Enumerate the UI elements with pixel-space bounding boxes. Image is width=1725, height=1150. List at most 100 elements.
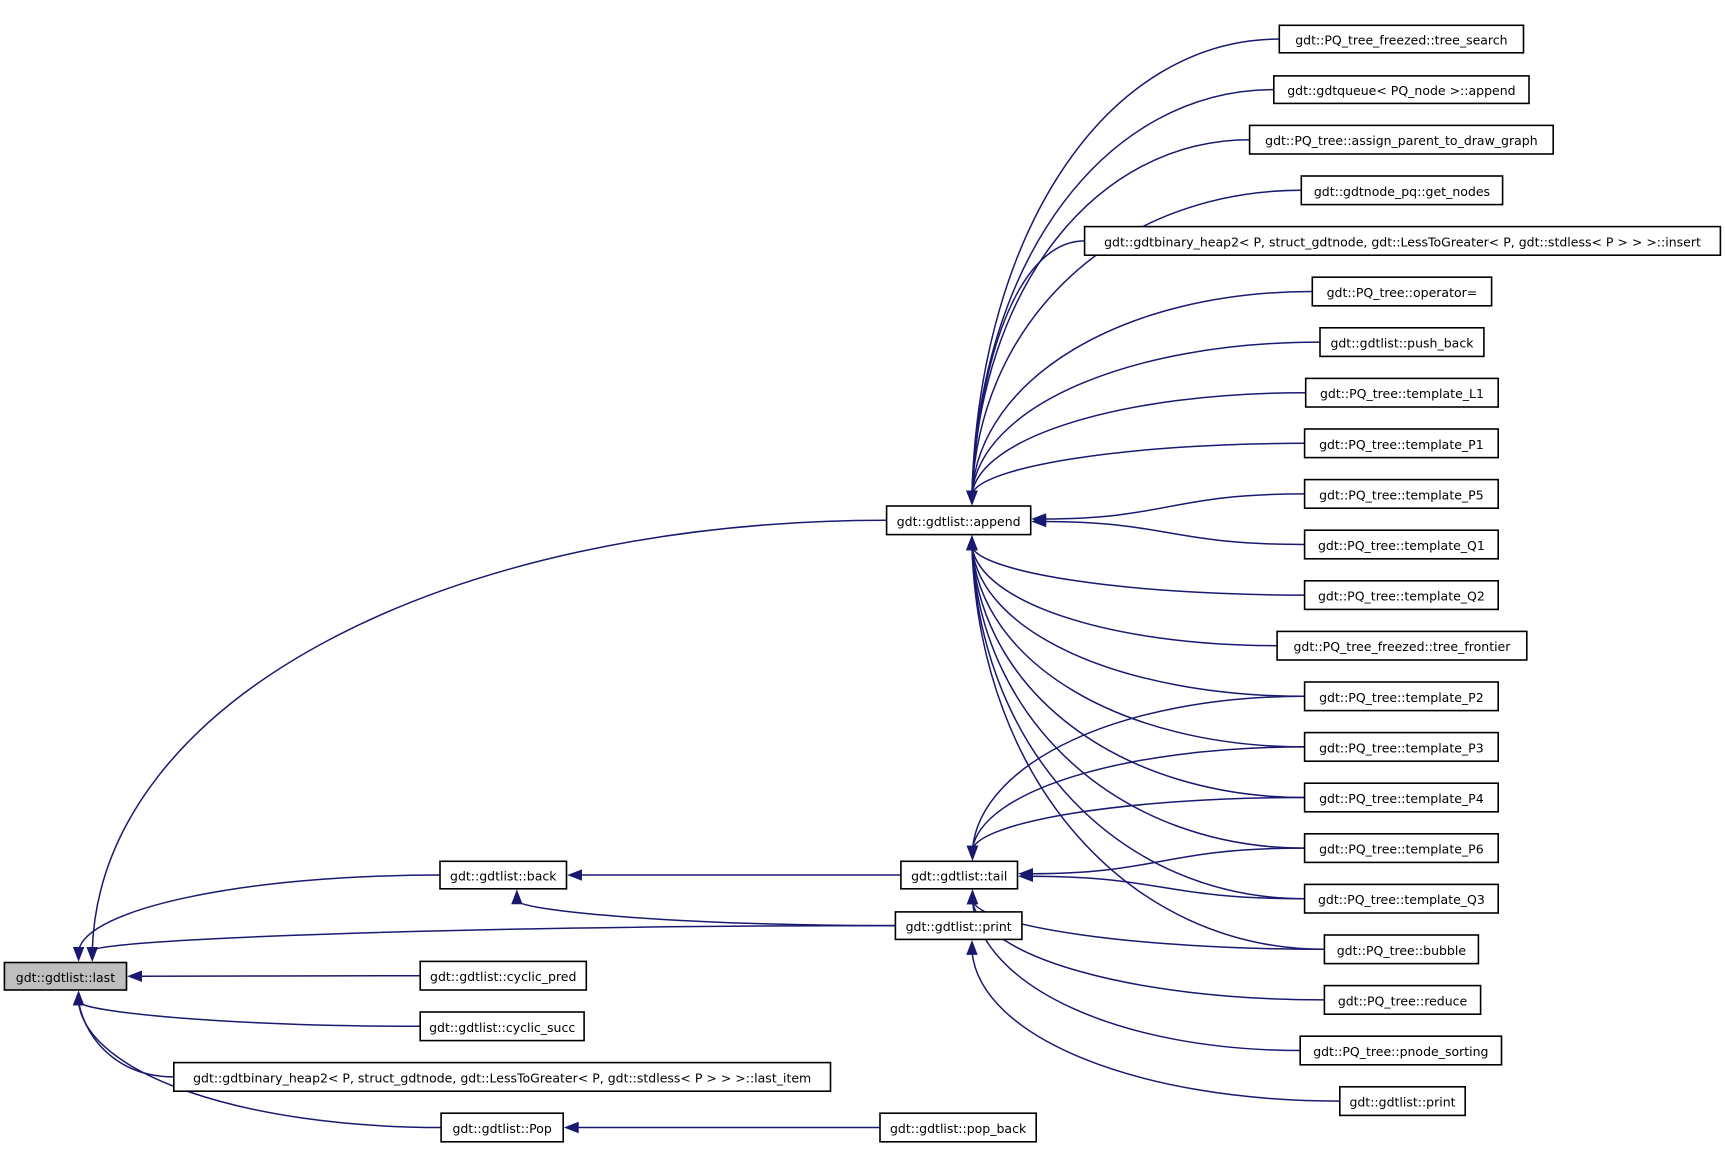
node-queue-append[interactable]: gdt::gdtqueue< PQ_node >::append [1273, 75, 1530, 105]
node-print-right[interactable]: gdt::gdtlist::print [1339, 1086, 1467, 1117]
node-label: gdt::PQ_tree::template_P5 [1319, 487, 1484, 502]
node-tree-frontier[interactable]: gdt::PQ_tree_freezed::tree_frontier [1276, 630, 1528, 661]
arrowhead-icon [563, 1121, 579, 1134]
edge-line [971, 546, 1305, 698]
node-box[interactable] [419, 1011, 585, 1042]
node-reduce[interactable]: gdt::PQ_tree::reduce [1323, 984, 1482, 1015]
edge-template_P6-to-tail [1018, 847, 1305, 880]
node-box[interactable] [1248, 124, 1554, 155]
node-cyclic-succ[interactable]: gdt::gdtlist::cyclic_succ [419, 1011, 585, 1042]
node-template-Q3[interactable]: gdt::PQ_tree::template_Q3 [1303, 883, 1499, 914]
edge-line [971, 546, 1305, 900]
node-box[interactable] [3, 961, 128, 991]
edge-line [971, 546, 1305, 799]
node-box[interactable] [1303, 529, 1499, 560]
edge-line [971, 900, 1325, 1001]
node-box[interactable] [439, 860, 568, 890]
node-template-P4[interactable]: gdt::PQ_tree::template_P4 [1303, 782, 1499, 813]
node-template-P1[interactable]: gdt::PQ_tree::template_P1 [1303, 428, 1499, 459]
node-box[interactable] [1304, 377, 1499, 408]
node-box[interactable] [1339, 1086, 1467, 1117]
node-pnode-sorting[interactable]: gdt::PQ_tree::pnode_sorting [1299, 1035, 1503, 1066]
node-operator-eq[interactable]: gdt::PQ_tree::operator= [1311, 276, 1493, 307]
node-Pop[interactable]: gdt::gdtlist::Pop [440, 1112, 565, 1143]
node-assign-parent[interactable]: gdt::PQ_tree::assign_parent_to_draw_grap… [1248, 124, 1554, 155]
node-box[interactable] [900, 860, 1019, 890]
edge-line [1029, 847, 1305, 875]
node-template-Q1[interactable]: gdt::PQ_tree::template_Q1 [1303, 529, 1499, 560]
node-box[interactable] [1323, 984, 1482, 1015]
node-push-back[interactable]: gdt::gdtlist::push_back [1319, 326, 1485, 358]
node-box[interactable] [1303, 428, 1499, 459]
arrowhead-icon [86, 947, 98, 962]
node-template-L1[interactable]: gdt::PQ_tree::template_L1 [1304, 377, 1499, 408]
node-box[interactable] [1083, 225, 1722, 257]
edge-template_Q2-to-append [966, 535, 1305, 596]
node-heap-insert[interactable]: gdt::gdtbinary_heap2< P, struct_gdtnode,… [1083, 225, 1722, 257]
node-template-Q2[interactable]: gdt::PQ_tree::template_Q2 [1303, 579, 1499, 611]
node-box[interactable] [1323, 934, 1480, 965]
node-box[interactable] [1300, 175, 1504, 206]
edge-line [971, 746, 1305, 850]
node-box[interactable] [1299, 1035, 1503, 1066]
node-box[interactable] [1303, 681, 1499, 712]
node-template-P2[interactable]: gdt::PQ_tree::template_P2 [1303, 681, 1499, 712]
node-template-P3[interactable]: gdt::PQ_tree::template_P3 [1303, 731, 1499, 762]
node-label: gdt::PQ_tree_freezed::tree_search [1295, 33, 1507, 48]
node-append[interactable]: gdt::gdtlist::append [885, 505, 1032, 536]
node-box[interactable] [440, 1112, 565, 1143]
edge-line [971, 546, 1305, 849]
node-template-P5[interactable]: gdt::PQ_tree::template_P5 [1303, 478, 1499, 510]
node-label: gdt::PQ_tree::reduce [1338, 993, 1468, 1008]
node-label: gdt::PQ_tree::template_P3 [1319, 740, 1484, 755]
node-box[interactable] [173, 1061, 832, 1092]
arrowhead-icon [1031, 515, 1047, 528]
arrowhead-icon [1018, 870, 1033, 882]
edges-layer [72, 38, 1340, 1134]
node-label: gdt::PQ_tree::assign_parent_to_draw_grap… [1265, 133, 1537, 148]
node-box[interactable] [1303, 731, 1499, 762]
node-box[interactable] [1303, 883, 1499, 914]
node-get-nodes[interactable]: gdt::gdtnode_pq::get_nodes [1300, 175, 1504, 206]
node-box[interactable] [879, 1112, 1037, 1143]
edge-template_Q3-to-tail [1018, 870, 1305, 900]
node-cyclic-pred[interactable]: gdt::gdtlist::cyclic_pred [419, 960, 588, 991]
arrowhead-icon [966, 490, 978, 506]
edge-push_back-to-append [966, 341, 1321, 506]
node-box[interactable] [419, 960, 588, 991]
node-box[interactable] [1303, 782, 1499, 813]
node-box[interactable] [1303, 478, 1499, 510]
arrowhead-icon [127, 970, 142, 982]
edge-tree_frontier-to-append [966, 535, 1278, 647]
node-box[interactable] [894, 911, 1023, 941]
node-box[interactable] [1303, 579, 1499, 611]
nodes-layer: gdt::gdtlist::lastgdt::gdtlist::appendgd… [3, 24, 1722, 1143]
node-box[interactable] [1319, 326, 1485, 358]
node-last-item[interactable]: gdt::gdtbinary_heap2< P, struct_gdtnode,… [173, 1061, 832, 1092]
node-tail[interactable]: gdt::gdtlist::tail [900, 860, 1019, 890]
arrowhead-icon [966, 845, 979, 861]
node-box[interactable] [1278, 24, 1525, 54]
node-box[interactable] [1276, 630, 1528, 661]
edge-line [516, 900, 896, 927]
node-print-mid[interactable]: gdt::gdtlist::print [894, 911, 1023, 941]
edge-back-to-last [72, 874, 441, 962]
node-bubble[interactable]: gdt::PQ_tree::bubble [1323, 934, 1480, 965]
node-last[interactable]: gdt::gdtlist::last [3, 961, 128, 991]
node-pop-back[interactable]: gdt::gdtlist::pop_back [879, 1112, 1037, 1143]
node-label: gdt::gdtlist::tail [911, 869, 1007, 884]
node-box[interactable] [1311, 276, 1493, 307]
node-box[interactable] [885, 505, 1032, 536]
node-label: gdt::gdtbinary_heap2< P, struct_gdtnode,… [1104, 234, 1701, 249]
node-label: gdt::PQ_tree_freezed::tree_frontier [1293, 639, 1511, 654]
node-tree-search[interactable]: gdt::PQ_tree_freezed::tree_search [1278, 24, 1525, 54]
node-template-P6[interactable]: gdt::PQ_tree::template_P6 [1303, 832, 1499, 864]
node-box[interactable] [1273, 75, 1530, 105]
edge-print_right-to-print_mid [966, 940, 1340, 1102]
edge-template_P5-to-append [1031, 493, 1305, 525]
node-label: gdt::PQ_tree::template_P2 [1319, 690, 1484, 705]
node-label: gdt::gdtlist::append [897, 514, 1021, 529]
node-box[interactable] [1303, 832, 1499, 864]
node-label: gdt::gdtnode_pq::get_nodes [1314, 184, 1490, 199]
node-back[interactable]: gdt::gdtlist::back [439, 860, 568, 890]
